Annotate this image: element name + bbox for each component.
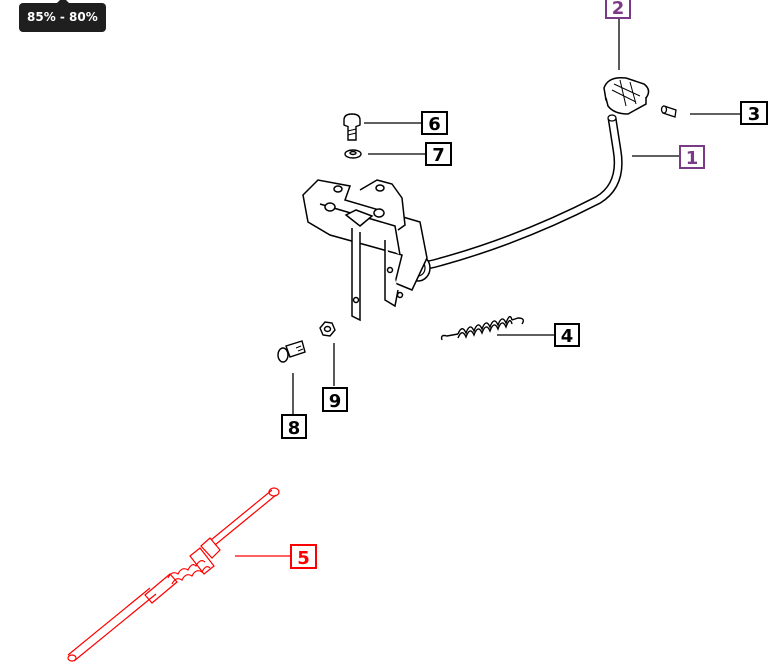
leader-lines bbox=[292, 17, 740, 414]
callout-label-7: 7 bbox=[432, 145, 445, 166]
callout-7[interactable]: 7 bbox=[425, 142, 452, 166]
callout-2[interactable]: 2 bbox=[605, 0, 631, 19]
throttle-cable-part[interactable] bbox=[67, 487, 280, 662]
pedal-bracket-assembly bbox=[302, 179, 428, 322]
pedal-lever-part[interactable] bbox=[405, 114, 623, 282]
callout-label-4: 4 bbox=[561, 326, 574, 347]
callout-label-6: 6 bbox=[428, 114, 441, 135]
callout-3[interactable]: 3 bbox=[740, 101, 768, 125]
callout-label-1: 1 bbox=[686, 148, 699, 169]
nut-part[interactable] bbox=[319, 321, 336, 337]
callout-label-8: 8 bbox=[288, 418, 301, 439]
callout-label-3: 3 bbox=[748, 104, 761, 125]
callout-label-5: 5 bbox=[297, 548, 310, 569]
callout-9[interactable]: 9 bbox=[322, 387, 348, 412]
return-spring-part[interactable] bbox=[440, 315, 525, 341]
callout-8[interactable]: 8 bbox=[281, 414, 307, 439]
bolt-part-8[interactable] bbox=[277, 340, 306, 363]
zoom-level-badge: 85% - 80% bbox=[19, 0, 106, 32]
washer-part[interactable] bbox=[344, 149, 362, 159]
callout-label-2: 2 bbox=[612, 0, 625, 19]
bolt-part[interactable] bbox=[343, 113, 361, 141]
callout-4[interactable]: 4 bbox=[554, 323, 580, 347]
callout-5[interactable]: 5 bbox=[290, 544, 317, 569]
pedal-pad-part[interactable] bbox=[603, 76, 650, 115]
callout-label-9: 9 bbox=[329, 391, 342, 412]
callout-1[interactable]: 1 bbox=[679, 145, 705, 169]
callout-6[interactable]: 6 bbox=[421, 111, 448, 135]
pin-part[interactable] bbox=[660, 105, 677, 118]
